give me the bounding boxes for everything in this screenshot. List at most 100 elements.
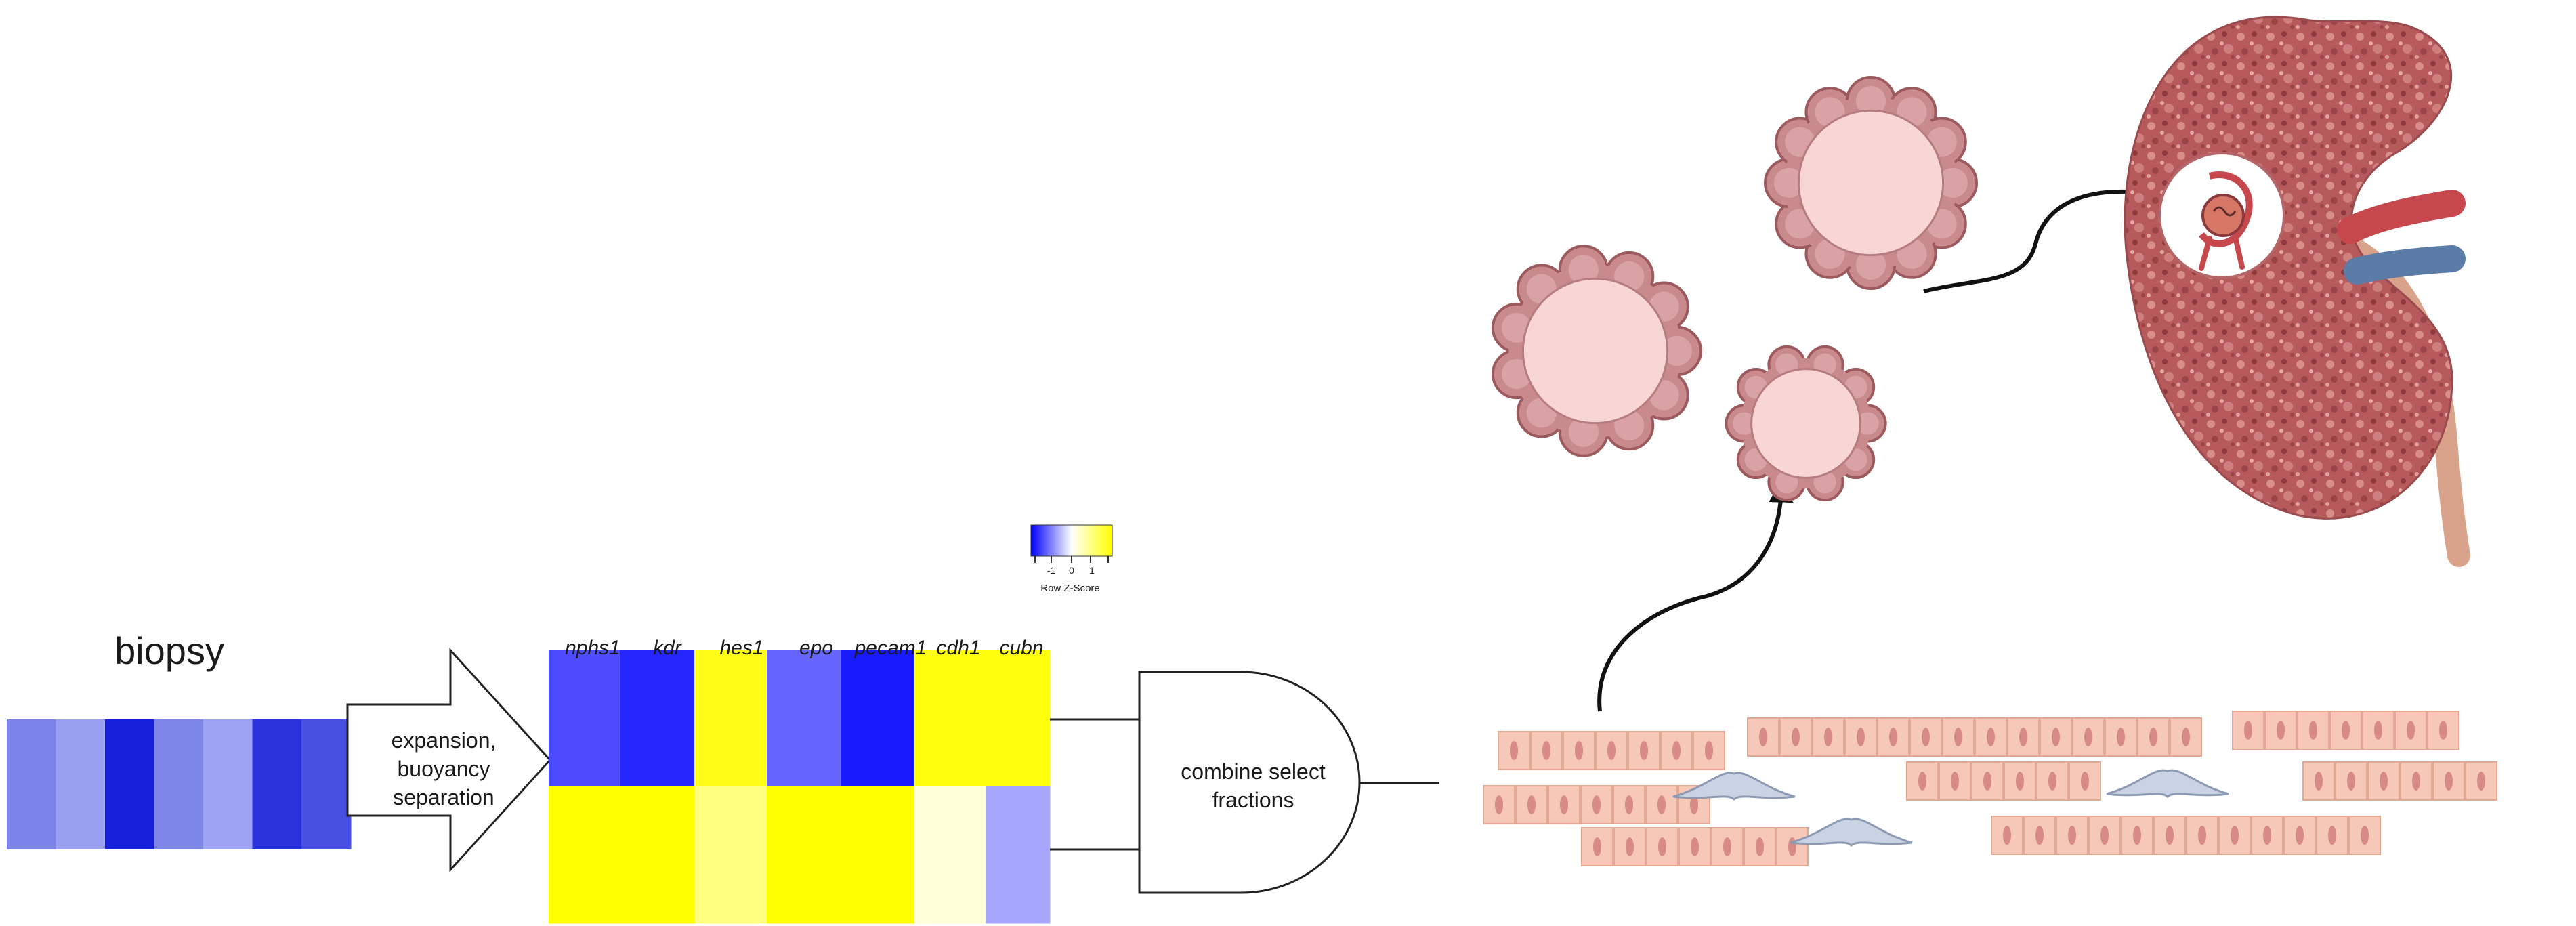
- heatmap-cell-nphs1-row1: [549, 650, 620, 786]
- epithelial-cell: [2335, 761, 2367, 801]
- epithelial-cell: [2316, 816, 2348, 855]
- epithelial-cell: [2137, 717, 2170, 757]
- gene-label-kdr: kdr: [653, 637, 681, 659]
- epithelial-cell: [2069, 761, 2101, 801]
- epithelial-cell: [2170, 717, 2202, 757]
- color-key-title: Row Z-Score: [1040, 583, 1100, 594]
- epithelial-cell: [1747, 717, 1779, 757]
- biopsy-fraction-4: [154, 719, 204, 849]
- epithelial-cell: [2023, 816, 2056, 855]
- epithelial-cell: [2362, 711, 2394, 750]
- epithelial-cell: [1939, 761, 1971, 801]
- epithelial-cell: [2348, 816, 2381, 855]
- color-key-tick-high: 1: [1089, 565, 1095, 576]
- curved-arrow-up: [1597, 478, 1794, 712]
- epithelial-cell: [1483, 785, 1515, 824]
- epithelial-cell: [2088, 816, 2121, 855]
- epithelial-cell: [2394, 711, 2427, 750]
- epithelial-cell: [1776, 827, 1809, 866]
- biopsy-label: biopsy: [114, 629, 224, 672]
- biopsy-fraction-1: [7, 719, 57, 849]
- epithelial-cell: [1971, 761, 2004, 801]
- color-key-ticks: [1034, 556, 1109, 563]
- epithelial-cell: [2302, 761, 2335, 801]
- epithelial-cell: [1628, 731, 1660, 770]
- expansion-arrow: [346, 648, 552, 872]
- gene-label-cubn: cubn: [999, 637, 1044, 659]
- organoid-1: [1764, 76, 1978, 290]
- epithelial-cell: [1693, 731, 1725, 770]
- color-key-tick-mid: 0: [1069, 565, 1074, 576]
- heatmap-cell-kdr-row2: [620, 786, 695, 924]
- color-key-tick-low: -1: [1047, 565, 1056, 576]
- gene-label-nphs1: nphs1: [565, 637, 620, 659]
- epithelial-cell: [2264, 711, 2297, 750]
- biopsy-fraction-2: [56, 719, 106, 849]
- epithelial-cell: [1613, 785, 1645, 824]
- epithelial-cell: [2232, 711, 2264, 750]
- epithelial-cell: [1645, 785, 1678, 824]
- epithelial-cell: [1660, 731, 1693, 770]
- heatmap-cell-hes1-row2: [694, 786, 767, 924]
- epithelial-cell: [2400, 761, 2432, 801]
- epithelial-cell: [1991, 816, 2023, 855]
- gate-label-line-1: combine select: [1181, 759, 1326, 784]
- heatmap-cell-nphs1-row2: [549, 786, 620, 924]
- renal-artery: [2337, 190, 2466, 244]
- epithelial-cell: [1877, 717, 1909, 757]
- epithelial-cell: [2036, 761, 2069, 801]
- kidney: [2124, 16, 2470, 567]
- epithelial-cell: [1530, 731, 1563, 770]
- heatmap-cell-cdh1-row2: [914, 786, 986, 924]
- epithelial-cell: [2040, 717, 2072, 757]
- epithelial-cell: [1548, 785, 1580, 824]
- combine-gate-label: combine select fractions: [1152, 757, 1355, 814]
- epithelial-cell: [1942, 717, 1975, 757]
- cell-sheet: [1483, 711, 2497, 866]
- epithelial-cell: [1678, 827, 1711, 866]
- epithelial-cell: [2329, 711, 2362, 750]
- arrow-label-line-1: expansion,: [391, 728, 497, 753]
- epithelial-cell: [2004, 761, 2036, 801]
- epithelial-cell: [2251, 816, 2283, 855]
- heatmap-cell-pecam1-row2: [841, 786, 915, 924]
- epithelial-cell: [2121, 816, 2153, 855]
- arrow-label-line-3: separation: [393, 785, 494, 809]
- gene-label-hes1: hes1: [719, 637, 764, 659]
- epithelial-cell: [2297, 711, 2329, 750]
- renal-vein: [2344, 245, 2466, 285]
- epithelial-cell: [1744, 827, 1776, 866]
- gene-label-pecam1: pecam1: [854, 637, 927, 659]
- epithelial-cell: [1909, 717, 1942, 757]
- epithelial-cell: [1613, 827, 1646, 866]
- fibroblast-cell: [2106, 769, 2229, 799]
- epithelial-cell: [1515, 785, 1548, 824]
- biopsy-fraction-5: [203, 719, 253, 849]
- gate-label-line-2: fractions: [1212, 788, 1294, 812]
- epithelial-cell: [2007, 717, 2040, 757]
- heatmap-cell-cubn-row2: [986, 786, 1051, 924]
- biopsy-strip: [7, 719, 352, 849]
- epithelial-cell: [2186, 816, 2218, 855]
- epithelial-cell: [1563, 731, 1595, 770]
- heatmap: [549, 650, 1051, 924]
- kidney-body: [2124, 16, 2453, 520]
- epithelial-cell: [1975, 717, 2007, 757]
- epithelial-cell: [1906, 761, 1939, 801]
- epithelial-cell: [1646, 827, 1678, 866]
- heatmap-cell-pecam1-row1: [841, 650, 915, 786]
- epithelial-cell: [2105, 717, 2137, 757]
- epithelial-cell: [1779, 717, 1812, 757]
- gene-label-cdh1: cdh1: [936, 637, 981, 659]
- epithelial-cell: [1844, 717, 1877, 757]
- epithelial-cell: [2432, 761, 2465, 801]
- curved-arrow-kidney: [1923, 179, 2157, 293]
- fibroblast-cell: [1790, 818, 1913, 847]
- expansion-arrow-label: expansion, buoyancy separation: [359, 726, 528, 812]
- epithelial-cell: [1498, 731, 1530, 770]
- heatmap-cell-epo-row1: [767, 650, 842, 786]
- glomerulus-icon: [2199, 171, 2253, 271]
- gene-label-epo: epo: [799, 637, 834, 659]
- epithelial-cell: [1812, 717, 1844, 757]
